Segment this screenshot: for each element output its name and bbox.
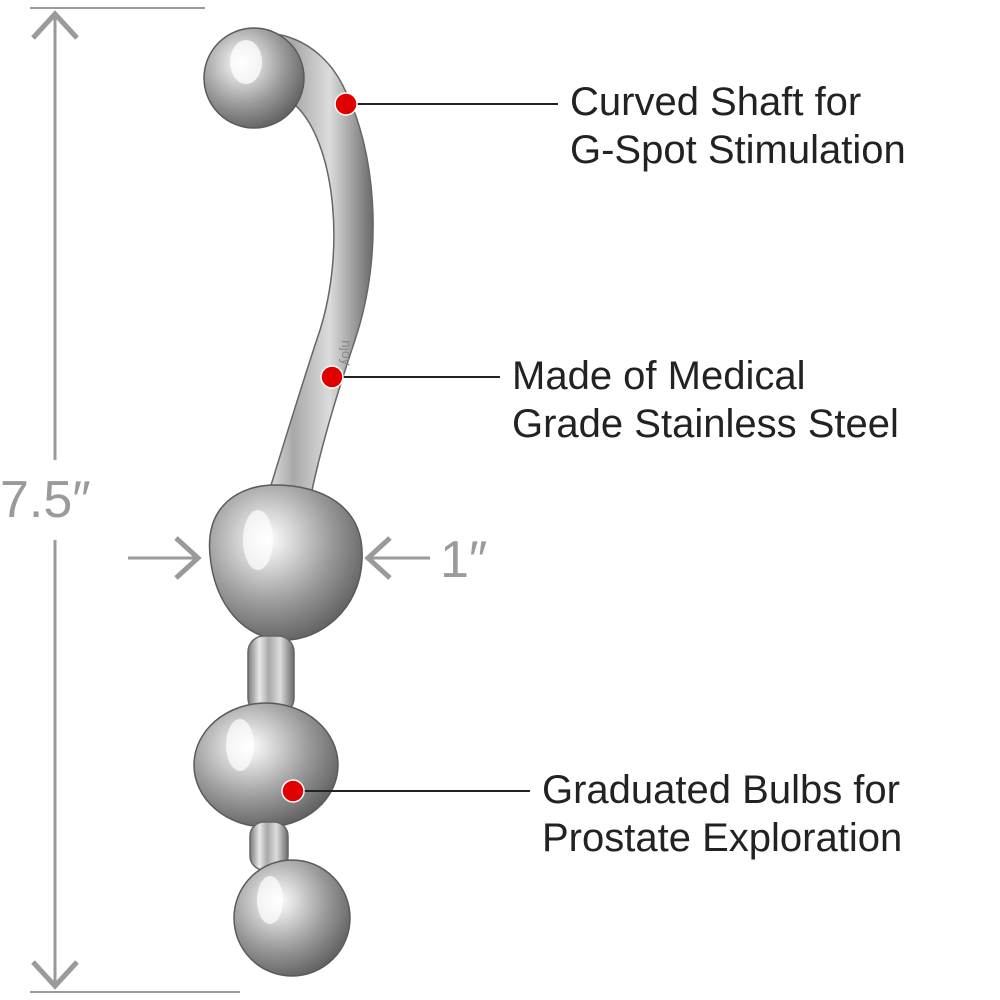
arrow-left-icon — [364, 536, 392, 580]
large-bulb-highlight — [243, 510, 273, 570]
width-label: 1″ — [440, 531, 488, 589]
callout-1-line-2: G-Spot Stimulation — [570, 128, 906, 172]
callout-leaders — [281, 92, 558, 803]
marker-dot-2 — [320, 365, 344, 389]
callout-2-line-2: Grade Stainless Steel — [512, 402, 899, 446]
length-dimension — [30, 7, 240, 993]
bottom-bulb-highlight — [257, 876, 283, 924]
bottom-bulb — [233, 859, 351, 977]
callout-graduated-bulbs: Graduated Bulbs for Prostate Exploration — [542, 766, 902, 862]
arrow-right-icon — [174, 536, 202, 580]
callout-1-line-1: Curved Shaft for — [570, 80, 862, 124]
top-bulb-highlight — [230, 40, 262, 84]
callout-3-line-1: Graduated Bulbs for — [542, 768, 900, 812]
large-bulb — [208, 484, 363, 641]
marker-dot-3 — [281, 779, 305, 803]
callout-curved-shaft: Curved Shaft for G-Spot Stimulation — [570, 78, 906, 174]
callout-2-line-1: Made of Medical — [512, 354, 806, 398]
width-dimension — [128, 536, 430, 580]
callout-3-line-2: Prostate Exploration — [542, 816, 903, 860]
callout-material: Made of Medical Grade Stainless Steel — [512, 352, 899, 448]
steel-wand — [193, 27, 374, 977]
arrow-down-icon — [31, 960, 79, 990]
arrow-up-icon — [31, 10, 79, 40]
length-label: 7.5″ — [0, 471, 91, 529]
middle-bulb — [193, 702, 339, 828]
marker-dot-1 — [334, 92, 358, 116]
neck-upper — [247, 635, 295, 715]
engraving-text: njoy — [339, 340, 355, 366]
middle-bulb-highlight — [226, 719, 254, 771]
